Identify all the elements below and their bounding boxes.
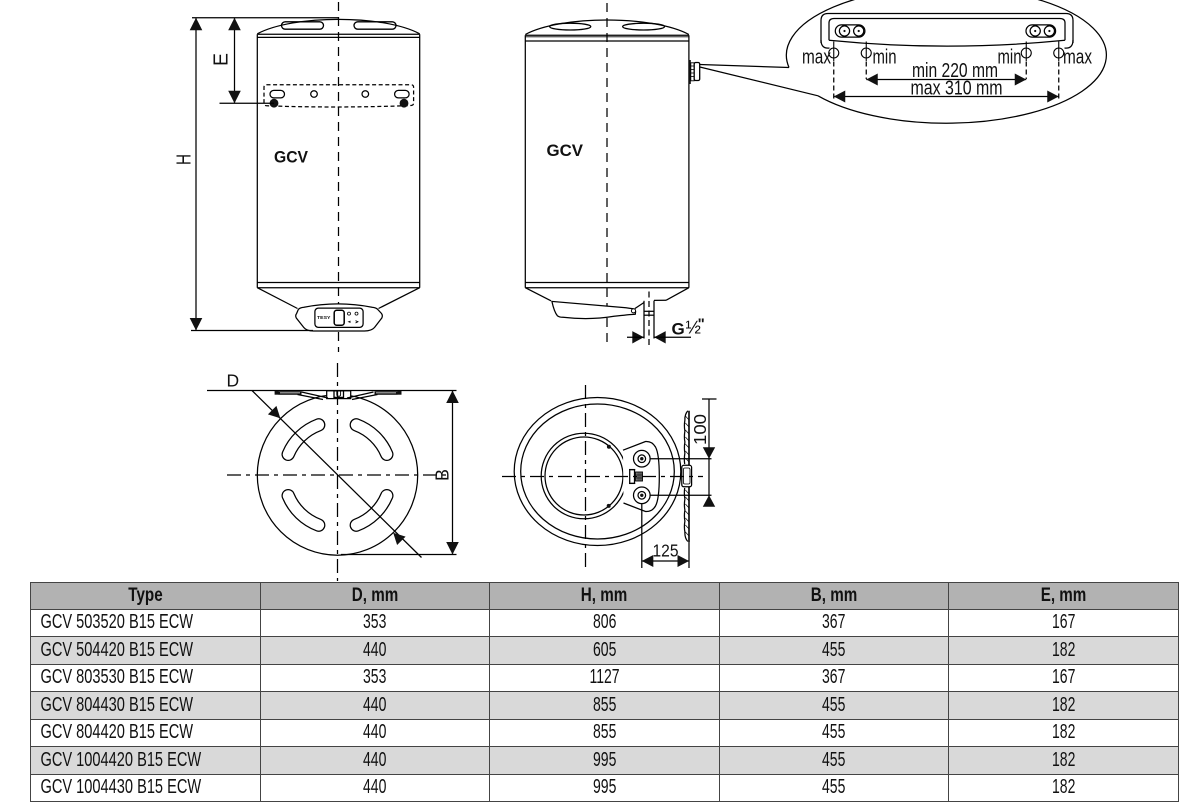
svg-text:100: 100 [690,414,710,445]
svg-text:D: D [227,371,240,391]
svg-text:G: G [672,320,685,339]
svg-text:GCV: GCV [274,148,309,167]
svg-text:H: H [174,154,196,165]
svg-text:E: E [211,53,233,66]
svg-text:GCV: GCV [547,141,584,160]
svg-text:min: min [873,47,897,69]
svg-text:max: max [1063,47,1092,69]
svg-text:max: max [802,47,831,69]
svg-text:125: 125 [653,541,679,561]
svg-text:B: B [433,469,453,481]
svg-text:": " [698,316,705,333]
svg-text:max 310 mm: max 310 mm [911,77,1003,99]
svg-text:TESY: TESY [317,315,331,320]
svg-text:min: min [998,47,1022,69]
